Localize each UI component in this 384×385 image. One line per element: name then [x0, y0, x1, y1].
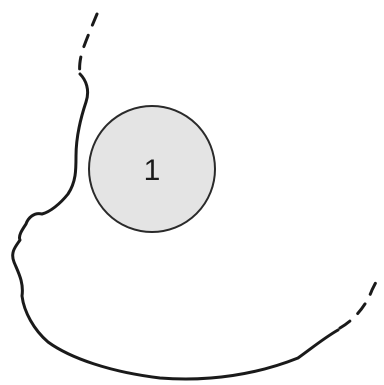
- marker-label: 1: [144, 154, 161, 187]
- neck-dashed-outline: [340, 274, 380, 328]
- numbered-marker-1: 1: [89, 106, 215, 232]
- head-top-dashed-outline: [80, 14, 97, 74]
